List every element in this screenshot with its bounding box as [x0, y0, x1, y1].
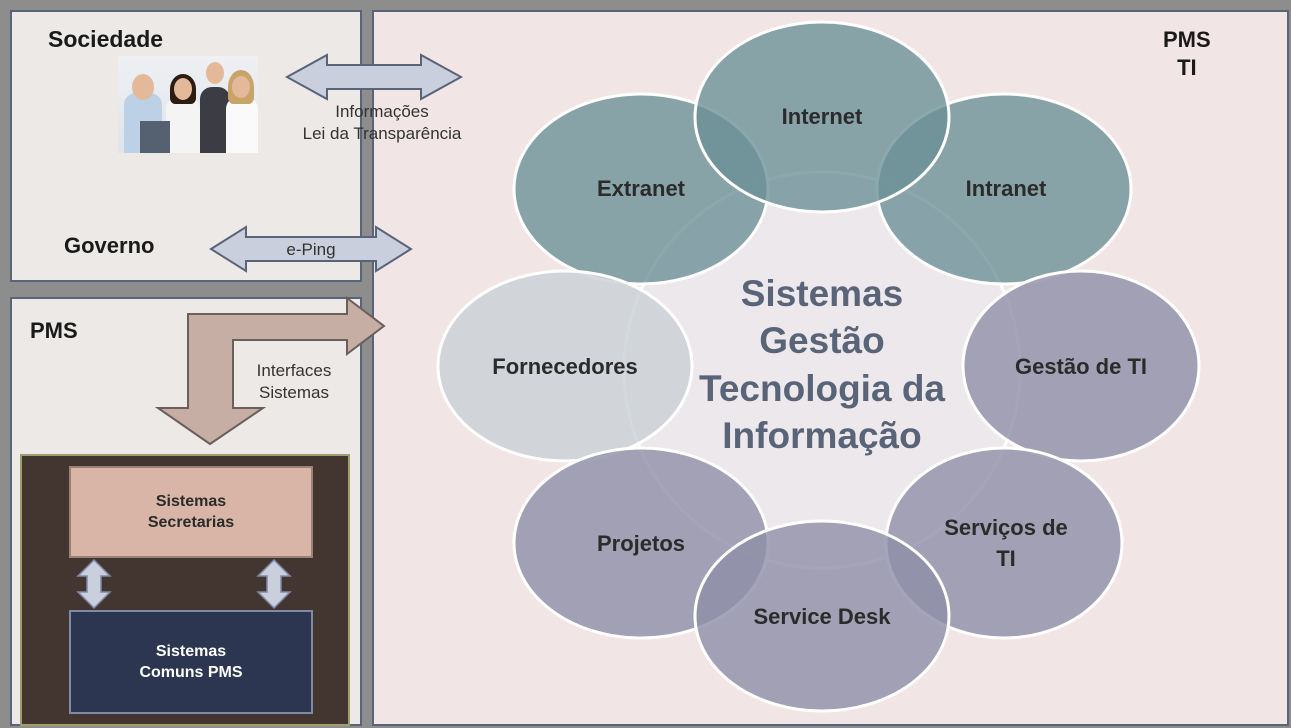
node-gestao-ti — [961, 269, 1201, 463]
center-line-1: Sistemas — [741, 273, 904, 314]
informacoes-line1: Informações — [335, 102, 429, 121]
label-servicos-line2: TI — [996, 546, 1016, 571]
interfaces-line2: Sistemas — [259, 383, 329, 402]
center-line-2: Gestão — [759, 320, 884, 361]
eping-label: e-Ping — [286, 240, 336, 259]
pms-title: PMS — [30, 318, 78, 343]
person-2 — [166, 97, 200, 153]
person-4 — [226, 97, 258, 153]
informacoes-label: Informações Lei da Transparência — [278, 101, 486, 145]
label-internet: Internet — [782, 104, 863, 129]
comuns-line1: Sistemas — [155, 643, 227, 660]
label-servicos-line1: Serviços de — [944, 515, 1068, 540]
label-fornecedores: Fornecedores — [492, 354, 638, 379]
label-gestao-ti: Gestão de TI — [1015, 354, 1147, 379]
label-projetos: Projetos — [597, 531, 685, 556]
node-fornecedores — [436, 269, 694, 463]
label-service-desk: Service Desk — [754, 604, 892, 629]
person-4-head — [232, 76, 250, 98]
interfaces-label: Interfaces Sistemas — [234, 360, 354, 404]
person-3-head — [206, 62, 224, 84]
pms-ti-title: PMS TI — [1163, 26, 1211, 82]
person-2-head — [174, 78, 192, 100]
informacoes-line2: Lei da Transparência — [302, 124, 462, 143]
informacoes-double-arrow — [284, 53, 464, 101]
left-updown-arrow — [76, 558, 112, 610]
node-internet — [693, 20, 951, 214]
right-updown-arrow — [256, 558, 292, 610]
sistemas-secretarias-box: Sistemas Secretarias — [69, 466, 313, 558]
center-line-3: Tecnologia da — [699, 368, 945, 409]
person-3 — [200, 87, 230, 153]
eping-double-arrow — [209, 225, 413, 273]
secretarias-line2: Secretarias — [147, 514, 235, 531]
label-intranet: Intranet — [966, 176, 1047, 201]
interfaces-line1: Interfaces — [256, 361, 332, 380]
sociedade-title: Sociedade — [48, 26, 164, 52]
label-extranet: Extranet — [597, 176, 686, 201]
center-line-4: Informação — [722, 415, 921, 456]
governo-title: Governo — [64, 233, 155, 258]
monitor — [140, 121, 170, 153]
sistemas-comuns-box: Sistemas Comuns PMS — [69, 610, 313, 714]
systems-block: Sistemas Secretarias Sistemas Comuns PMS — [20, 454, 350, 726]
secretarias-line1: Sistemas — [155, 493, 227, 510]
pms-ti-title-line1: PMS — [1163, 27, 1211, 52]
person-1-head — [132, 74, 154, 100]
comuns-line2: Comuns PMS — [139, 664, 243, 681]
interfaces-bent-arrow — [154, 295, 386, 446]
people-photo — [118, 56, 258, 153]
node-service-desk — [693, 519, 951, 713]
vertical-arrows — [76, 558, 292, 610]
pms-ti-title-line2: TI — [1177, 55, 1197, 80]
